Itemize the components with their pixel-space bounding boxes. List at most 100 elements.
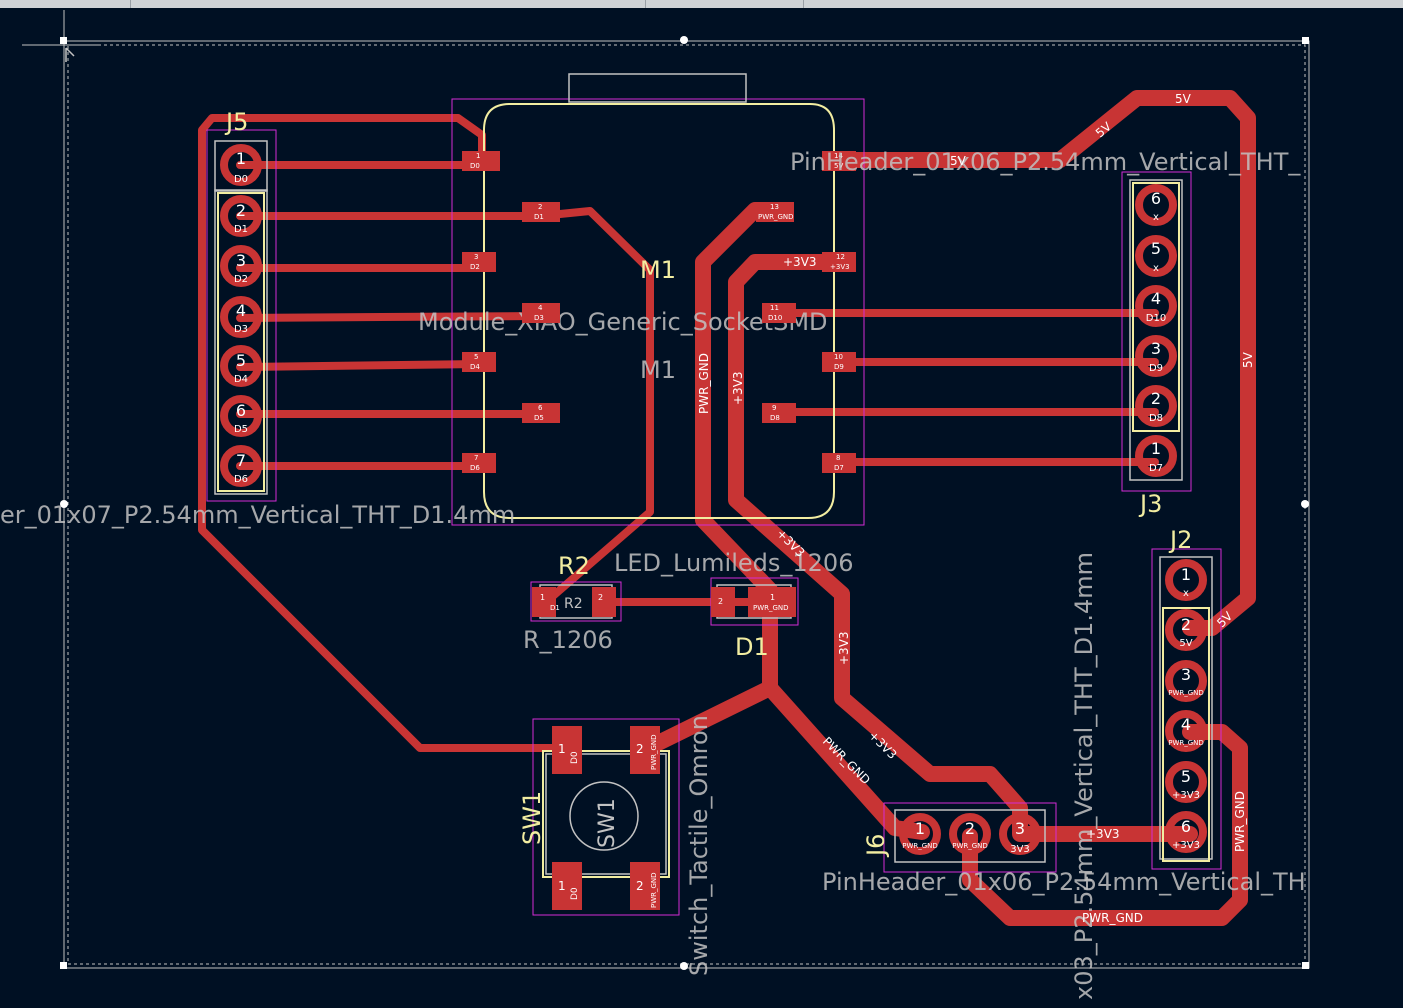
svg-text:D6: D6 bbox=[470, 464, 480, 472]
svg-text:2: 2 bbox=[1181, 615, 1191, 634]
svg-text:3V3: 3V3 bbox=[1010, 844, 1030, 855]
j5-pin-6[interactable]: 6D5 bbox=[220, 395, 262, 437]
sw1-pad-2-top[interactable] bbox=[630, 726, 660, 774]
svg-text:+3V3: +3V3 bbox=[783, 255, 817, 269]
header-j2[interactable]: J2 x03_P2.54mm_Vertical_THT_D1.4mm 1x 25… bbox=[1070, 526, 1213, 1000]
cursor-icon bbox=[65, 47, 75, 62]
j5-pin-3[interactable]: 3D2 bbox=[220, 245, 262, 287]
svg-text:6: 6 bbox=[538, 404, 543, 412]
sw1-pad-1-top[interactable] bbox=[552, 726, 582, 774]
j3-pin-3[interactable]: 3D9 bbox=[1135, 335, 1177, 377]
svg-text:6: 6 bbox=[1181, 817, 1191, 836]
sw1-pad-2-bottom[interactable] bbox=[630, 862, 660, 910]
resistor-r2[interactable]: 1 D1 2 R2 R2 R_1206 bbox=[523, 552, 616, 654]
svg-text:D3: D3 bbox=[234, 324, 248, 335]
j6-ref: J6 bbox=[862, 834, 890, 858]
r2-pad-2[interactable] bbox=[592, 587, 616, 617]
svg-text:7: 7 bbox=[236, 451, 246, 470]
svg-text:D5: D5 bbox=[234, 424, 248, 435]
svg-text:D4: D4 bbox=[234, 374, 248, 385]
sw1-fab-ref: SW1 bbox=[595, 798, 620, 848]
j3-pin-5[interactable]: 5x bbox=[1135, 235, 1177, 277]
pcb-view[interactable]: M1 Module_XIAO_Generic_SocketSMD M1 1D0 … bbox=[0, 8, 1403, 1004]
svg-text:PWR_GND: PWR_GND bbox=[1168, 739, 1204, 747]
svg-text:D0: D0 bbox=[570, 887, 580, 900]
svg-text:+3V3: +3V3 bbox=[837, 631, 851, 665]
switch-sw1[interactable]: 1 D0 2 PWR_GND 1 D0 2 PWR_GND SW1 SW1 Sw… bbox=[518, 715, 713, 976]
svg-text:9: 9 bbox=[772, 404, 776, 412]
svg-text:D10: D10 bbox=[1146, 313, 1166, 324]
svg-text:11: 11 bbox=[770, 304, 779, 312]
pad-m1-5[interactable]: 5D4 bbox=[462, 352, 496, 372]
svg-text:12: 12 bbox=[836, 253, 845, 261]
j5-pin-5[interactable]: 5D4 bbox=[220, 345, 262, 387]
sw1-pad-1-bottom[interactable] bbox=[552, 862, 582, 910]
pad-m1-12[interactable]: 12 +3V3 bbox=[822, 252, 856, 272]
j2-pin-5[interactable]: 5+3V3 bbox=[1165, 761, 1207, 803]
svg-text:+3V3: +3V3 bbox=[830, 263, 850, 271]
header-j3[interactable]: J3 PinHeader_01x06_P2.54mm_Vertical_THT_… bbox=[790, 148, 1301, 518]
svg-text:PWR_GND: PWR_GND bbox=[650, 872, 658, 908]
r2-value: R_1206 bbox=[523, 626, 613, 654]
j5-pin-7[interactable]: 7D6 bbox=[220, 445, 262, 487]
toolbar-segment bbox=[645, 0, 804, 8]
pad-m1-7[interactable]: 7D6 bbox=[462, 453, 496, 473]
svg-text:1: 1 bbox=[558, 879, 566, 893]
d1-value: LED_Lumileds_1206 bbox=[614, 549, 853, 577]
svg-text:3: 3 bbox=[474, 253, 478, 261]
track-d1[interactable] bbox=[236, 207, 654, 606]
j3-pin-6[interactable]: 6x bbox=[1135, 184, 1177, 226]
svg-text:14: 14 bbox=[834, 152, 843, 160]
svg-text:x: x bbox=[1183, 588, 1189, 599]
svg-text:5V: 5V bbox=[834, 162, 843, 170]
j5-pin-2[interactable]: 2D1 bbox=[220, 195, 262, 237]
j5-pin-4[interactable]: 4D3 bbox=[220, 296, 262, 338]
j3-pin-1[interactable]: 1D7 bbox=[1135, 435, 1177, 477]
track-pwr-gnd-j2[interactable] bbox=[962, 724, 1248, 926]
svg-text:1: 1 bbox=[1151, 439, 1161, 458]
j5-ref: J5 bbox=[224, 108, 248, 136]
pad-m1-6[interactable]: 6D5 bbox=[522, 403, 560, 423]
r2-pad-1[interactable] bbox=[532, 587, 556, 617]
led-d1[interactable]: 2 1 PWR_GND D1 LED_Lumileds_1206 bbox=[614, 549, 853, 661]
svg-text:8: 8 bbox=[836, 454, 840, 462]
track-d3[interactable] bbox=[236, 312, 544, 322]
svg-text:5: 5 bbox=[474, 353, 478, 361]
j6-pin-3[interactable]: 3 3V3 bbox=[999, 813, 1041, 855]
header-j6[interactable]: J6 PinHeader_01x06_P2.54mm_Vertical_TH 1… bbox=[822, 809, 1306, 896]
j2-pin-6[interactable]: 6 +3V3 bbox=[1165, 811, 1207, 853]
d1-ref: D1 bbox=[735, 633, 769, 661]
d1-pad-2[interactable] bbox=[711, 587, 735, 617]
pad-m1-8[interactable]: 8D7 bbox=[822, 453, 856, 473]
pad-m1-2[interactable]: 2D1 bbox=[522, 202, 560, 222]
module-m1[interactable]: M1 Module_XIAO_Generic_SocketSMD M1 bbox=[418, 73, 835, 519]
module-ref-mid: M1 bbox=[640, 356, 676, 384]
svg-text:D1: D1 bbox=[234, 224, 248, 235]
j2-pin-2[interactable]: 25V bbox=[1165, 609, 1207, 651]
j5-pin-1[interactable]: 1D0 bbox=[220, 144, 262, 186]
pad-m1-4[interactable]: 4D3 bbox=[522, 303, 560, 323]
svg-text:D5: D5 bbox=[534, 414, 544, 422]
svg-text:3: 3 bbox=[1015, 819, 1025, 838]
svg-text:+3V3: +3V3 bbox=[1172, 840, 1200, 851]
track-5v[interactable] bbox=[824, 90, 1256, 636]
d1-pad-1[interactable] bbox=[748, 587, 796, 617]
track-d4[interactable] bbox=[236, 360, 486, 371]
j3-pin-2[interactable]: 2D8 bbox=[1135, 385, 1177, 427]
pad-m1-3[interactable]: 3D2 bbox=[462, 252, 496, 272]
j2-pin-1[interactable]: 1x bbox=[1165, 559, 1207, 601]
header-j5[interactable]: J5 er_01x07_P2.54mm_Vertical_THT_D1.4mm … bbox=[0, 108, 515, 529]
pad-m1-9[interactable]: 9D8 bbox=[762, 403, 796, 423]
pad-m1-1[interactable]: 1D0 bbox=[462, 151, 500, 171]
